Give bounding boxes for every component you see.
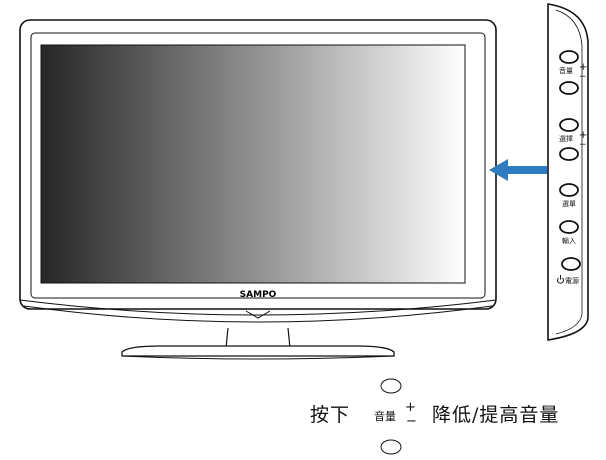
volume-button-group[interactable]: 音量 + − <box>559 50 587 95</box>
volume-minus-sign: − <box>579 72 587 82</box>
instruction-plus-sign: + <box>405 400 416 415</box>
bezel-notch <box>245 310 271 319</box>
volume-up-button[interactable] <box>559 50 579 64</box>
select-button-group[interactable]: 選擇 + − <box>559 118 587 161</box>
instruction-suffix: 降低/提高音量 <box>432 404 560 426</box>
direction-arrow <box>489 159 547 181</box>
caption-upper-button-icon <box>380 378 402 394</box>
input-label: 輸入 <box>562 236 576 245</box>
volume-label: 音量 <box>559 66 573 75</box>
select-plus-sign: + <box>579 130 587 141</box>
power-label: 電源 <box>565 276 579 285</box>
instruction-button-label: 音量 <box>374 410 396 423</box>
volume-plus-sign: + <box>579 62 587 73</box>
power-button[interactable] <box>561 257 581 271</box>
volume-down-button[interactable] <box>559 81 579 95</box>
menu-label: 選單 <box>562 199 576 208</box>
select-down-button[interactable] <box>559 147 579 161</box>
power-icon <box>557 275 564 284</box>
select-up-button[interactable] <box>559 118 579 132</box>
menu-button[interactable] <box>559 183 579 197</box>
caption-lower-button-icon <box>380 439 402 455</box>
tv-stand <box>121 327 395 360</box>
tv-screen <box>40 44 466 284</box>
brand-logo: SAMPO <box>240 290 277 300</box>
select-label: 選擇 <box>559 134 573 143</box>
instruction-prefix: 按下 <box>310 404 351 426</box>
input-button[interactable] <box>559 220 579 234</box>
instruction-minus-sign: − <box>406 414 417 429</box>
select-minus-sign: − <box>579 140 587 150</box>
